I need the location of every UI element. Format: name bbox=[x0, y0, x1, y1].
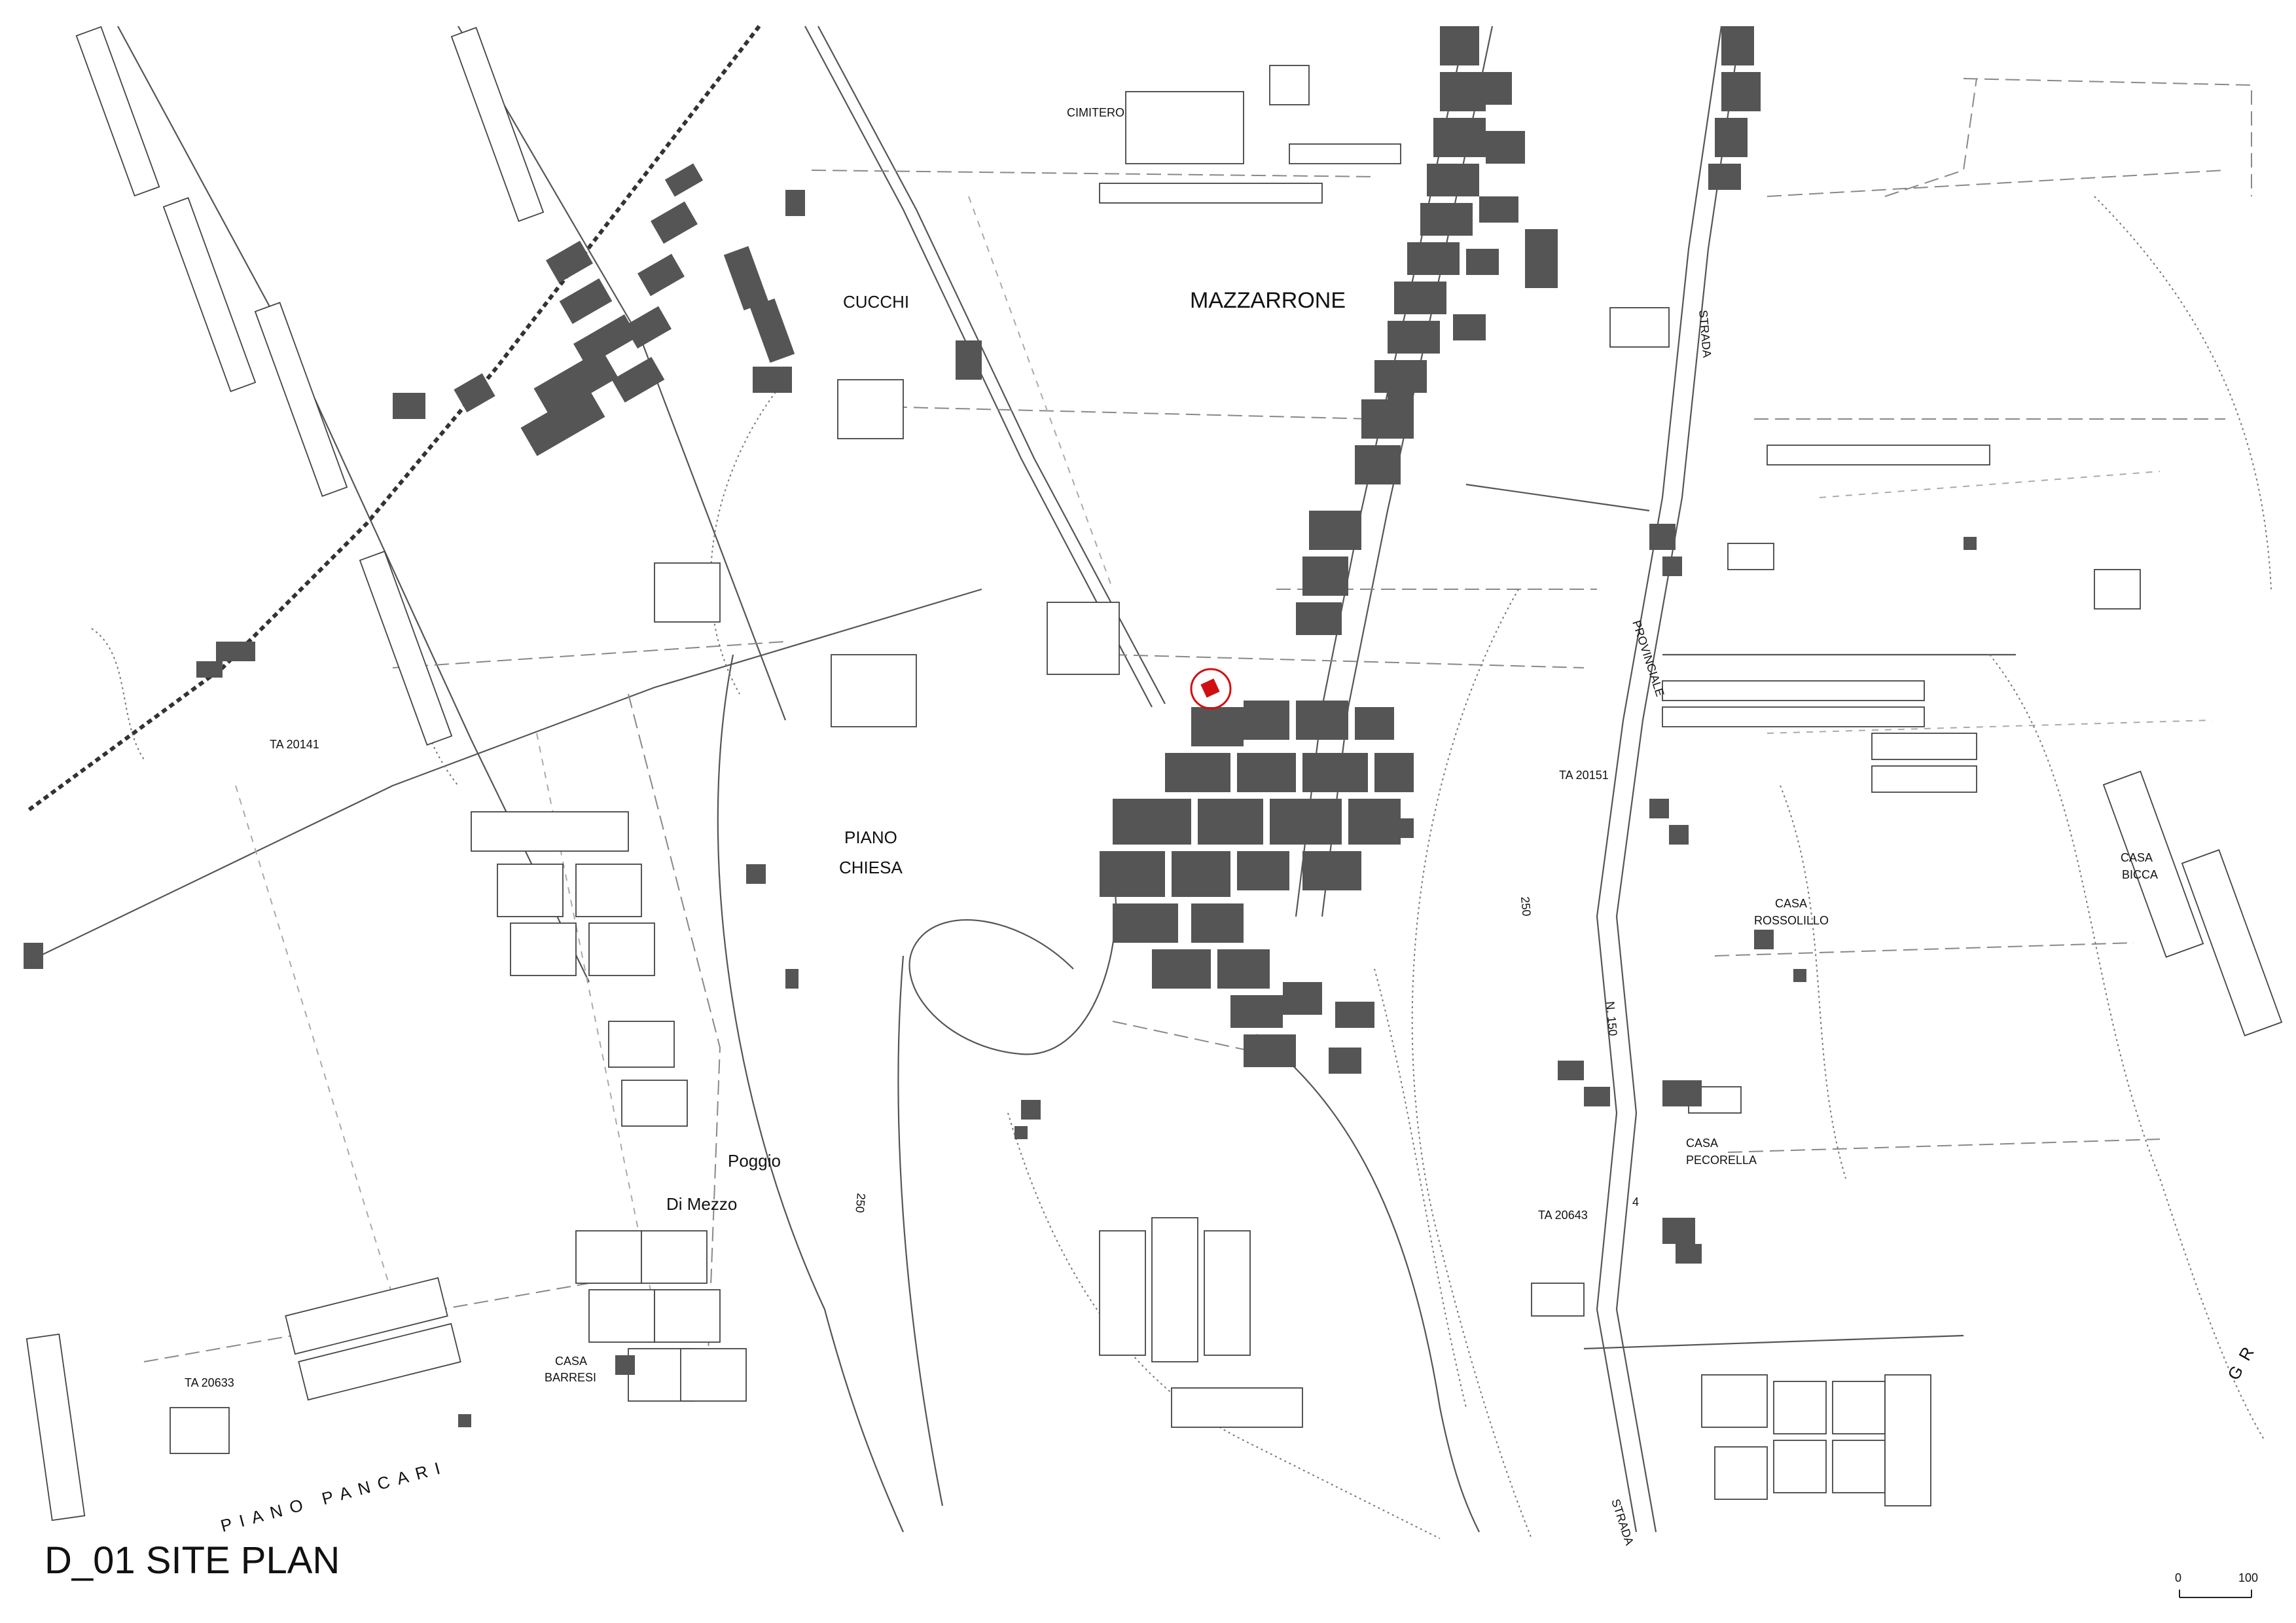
label-road-250-b: 250 bbox=[853, 1193, 868, 1214]
label-chiesa: CHIESA bbox=[839, 858, 903, 877]
scale-bar-start: 0 bbox=[2175, 1571, 2181, 1584]
label-casa-pecorella-1: CASA bbox=[1686, 1137, 1718, 1150]
label-mazzarrone: MAZZARRONE bbox=[1190, 288, 1346, 313]
greenhouses bbox=[26, 26, 2283, 1522]
label-di-mezzo: Di Mezzo bbox=[666, 1194, 737, 1214]
label-casa-pecorella-2: PECORELLA bbox=[1686, 1154, 1757, 1167]
scale-bar-end: 100 bbox=[2238, 1571, 2258, 1584]
label-ta-20151: TA 20151 bbox=[1559, 769, 1609, 782]
page-title: D_01 SITE PLAN bbox=[45, 1539, 340, 1582]
label-piano: PIANO bbox=[844, 828, 897, 847]
label-poggio: Poggio bbox=[728, 1151, 781, 1171]
label-casa-bicca-1: CASA bbox=[2121, 851, 2153, 864]
label-casa-barresi-1: CASA bbox=[555, 1355, 587, 1368]
label-n150: N. 150 bbox=[1604, 1001, 1620, 1037]
label-casa-bicca-2: BICCA bbox=[2122, 868, 2158, 881]
scale-bar: 0 100 bbox=[2175, 1571, 2258, 1598]
label-num-4: 4 bbox=[1632, 1195, 1639, 1209]
label-ta-20643: TA 20643 bbox=[1538, 1209, 1588, 1222]
label-ta-20141: TA 20141 bbox=[270, 738, 319, 751]
label-cucchi: CUCCHI bbox=[843, 292, 909, 312]
buildings bbox=[24, 26, 1977, 1427]
site-marker bbox=[1190, 668, 1232, 710]
label-cimitero: CIMITERO bbox=[1067, 106, 1124, 119]
label-casa-rossolillo-2: ROSSOLILLO bbox=[1754, 914, 1829, 927]
label-casa-barresi-2: BARRESI bbox=[545, 1371, 596, 1384]
label-ta-20633: TA 20633 bbox=[185, 1376, 234, 1389]
label-road-250-a: 250 bbox=[1518, 896, 1534, 917]
label-casa-rossolillo-1: CASA bbox=[1775, 897, 1807, 910]
